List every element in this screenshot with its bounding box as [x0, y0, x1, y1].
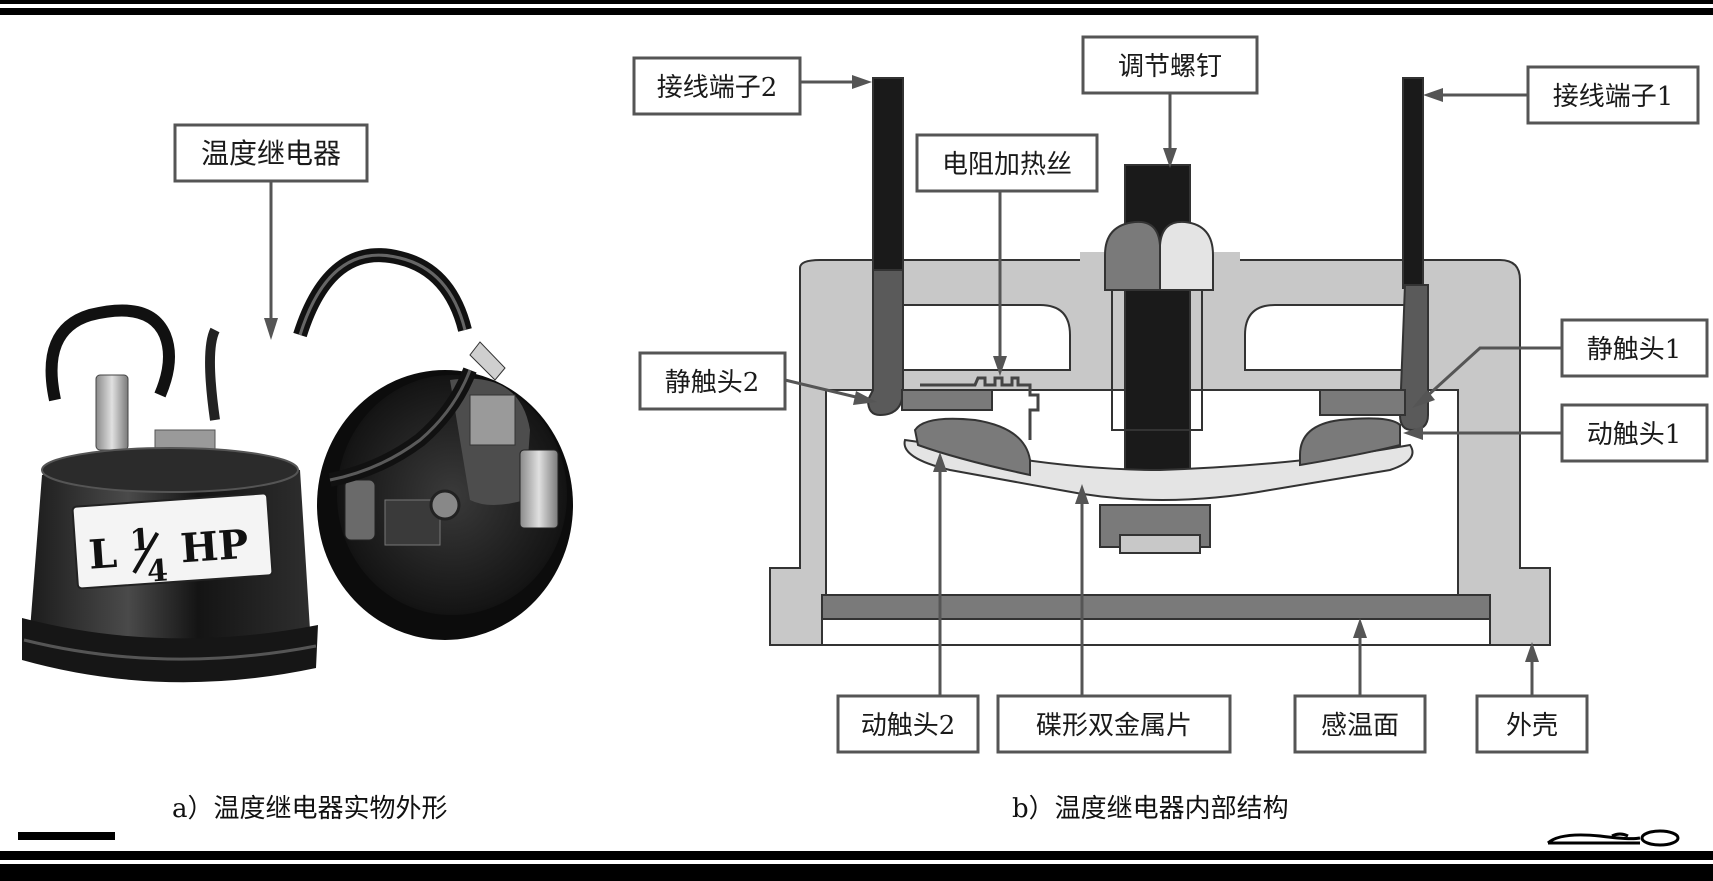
- nameplate-fraction-top: 1: [129, 523, 152, 559]
- label-moving-contact-2: 动触头2: [836, 452, 980, 754]
- svg-text:静触头1: 静触头1: [1587, 335, 1682, 365]
- relay-label-text: 温度继电器: [201, 137, 341, 170]
- label-terminal-2: 接线端子2: [632, 56, 872, 116]
- svg-text:动触头1: 动触头1: [1587, 420, 1682, 450]
- label-housing: 外壳: [1475, 642, 1589, 754]
- label-sensing-face: 感温面: [1293, 618, 1427, 754]
- corner-ornament-icon: [1546, 829, 1680, 847]
- nameplate-letter: L: [87, 530, 118, 579]
- svg-text:静触头2: 静触头2: [665, 368, 760, 398]
- label-moving-contact-1: 动触头1: [1403, 403, 1709, 463]
- svg-text:电阻加热丝: 电阻加热丝: [942, 150, 1072, 180]
- svg-text:动触头2: 动触头2: [861, 711, 956, 741]
- label-terminal-1: 接线端子1: [1423, 65, 1700, 125]
- label-adjust-screw: 调节螺钉: [1081, 35, 1259, 168]
- relay-label: 温度继电器: [173, 123, 369, 340]
- nameplate-fraction-bottom: 4: [146, 553, 169, 589]
- svg-text:感温面: 感温面: [1321, 711, 1399, 741]
- svg-text:接线端子2: 接线端子2: [657, 73, 778, 103]
- caption-b: b）温度继电器内部结构: [1012, 794, 1289, 824]
- svg-text:碟形双金属片: 碟形双金属片: [1036, 711, 1192, 741]
- svg-text:调节螺钉: 调节螺钉: [1118, 52, 1222, 82]
- label-bimetal-disc: 碟形双金属片: [996, 484, 1232, 754]
- label-static-contact-2: 静触头2: [638, 351, 877, 411]
- svg-text:接线端子1: 接线端子1: [1553, 82, 1674, 112]
- svg-text:外壳: 外壳: [1506, 711, 1558, 741]
- caption-a: a）温度继电器实物外形: [172, 794, 448, 824]
- label-heater-wire: 电阻加热丝: [915, 133, 1099, 376]
- relay-cross-section: [769, 77, 1551, 646]
- relay-photo: L 1 4 HP: [22, 248, 573, 683]
- nameplate-unit: HP: [179, 521, 250, 573]
- label-static-contact-1: 静触头1: [1412, 318, 1709, 408]
